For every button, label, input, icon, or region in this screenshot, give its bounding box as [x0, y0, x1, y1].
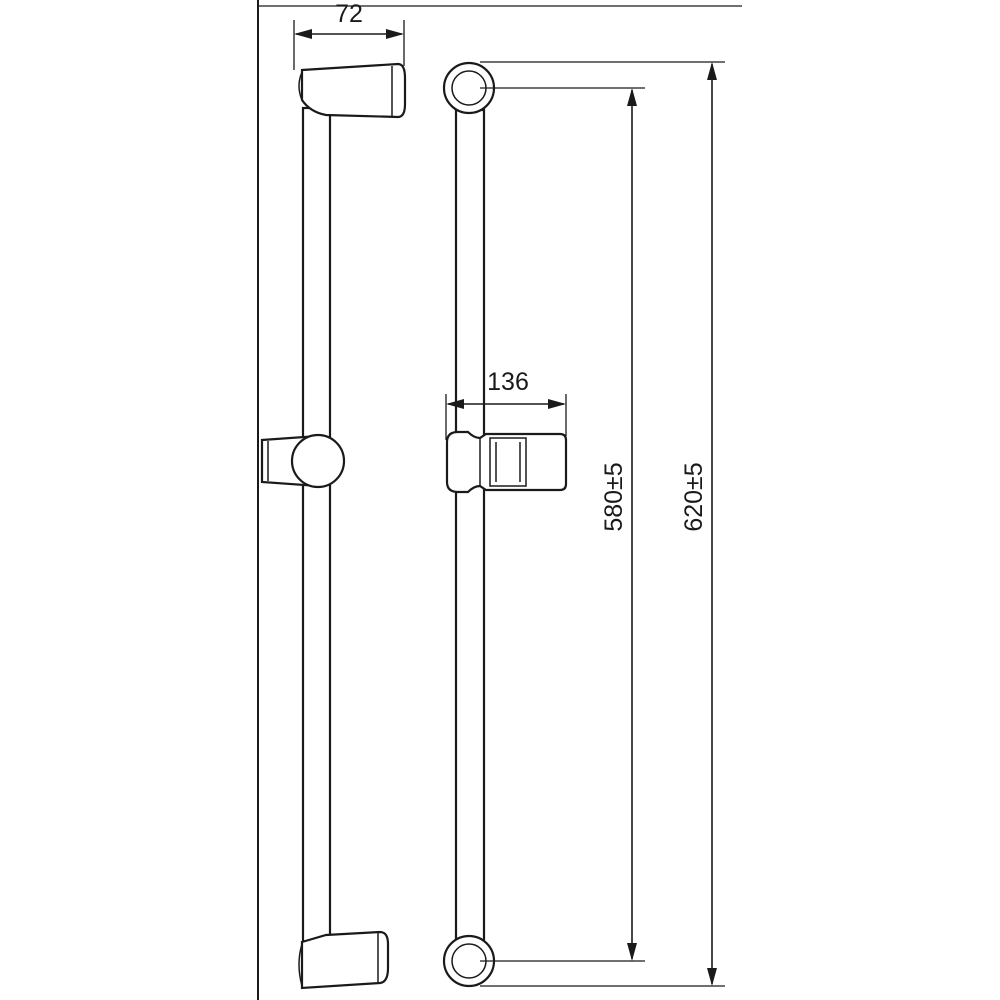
dimension-label-136: 136	[487, 368, 529, 396]
dimension-overall-length: 620±5	[480, 61, 725, 987]
side-rail-tube	[301, 106, 332, 948]
side-bottom-bracket	[298, 930, 390, 990]
drawing-frame	[257, 0, 742, 1000]
dimension-bracket-depth: 72	[293, 0, 405, 70]
dimension-mount-spacing: 580±5	[480, 87, 645, 962]
dimension-label-72: 72	[335, 0, 363, 28]
dimension-label-620: 620±5	[680, 462, 708, 531]
side-view	[260, 62, 407, 990]
dimension-label-580: 580±5	[600, 462, 628, 531]
front-view	[442, 61, 568, 988]
dimension-slider-depth: 136	[445, 368, 567, 440]
side-slider	[260, 433, 346, 489]
front-rail-tube	[454, 108, 486, 944]
side-top-bracket	[298, 62, 407, 119]
front-slider	[445, 430, 568, 494]
